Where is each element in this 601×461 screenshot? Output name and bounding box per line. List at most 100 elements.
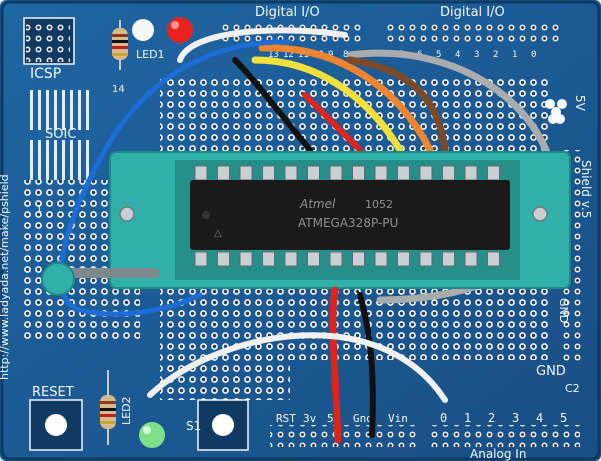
label-icsp: ICSP xyxy=(30,66,61,82)
label-url: http://www.ladyada.net/make/pshield xyxy=(0,174,11,380)
wire-black-top xyxy=(232,57,313,153)
label-reset: RESET xyxy=(32,385,74,400)
zif-contact xyxy=(419,165,433,181)
chip-part-number: ATMEGA328P-PU xyxy=(298,216,398,230)
zif-contact xyxy=(487,251,500,267)
top-pin-number: 0 xyxy=(531,50,536,60)
soic-pads xyxy=(30,90,89,180)
label-gnd-bottom: GND xyxy=(536,364,566,379)
label-led1: LED1 xyxy=(136,48,165,61)
label-1: 1 xyxy=(36,204,42,215)
zif-contact xyxy=(194,165,208,181)
led1-highlight xyxy=(171,21,179,29)
reset-button xyxy=(29,399,83,451)
zif-contact xyxy=(262,251,275,267)
proto-grid-bottom-left xyxy=(160,360,290,400)
zif-contact xyxy=(262,165,275,181)
zif-contact xyxy=(374,251,388,267)
label-14: 14 xyxy=(112,84,125,95)
analog-pin-number: 1 xyxy=(464,411,471,425)
zif-contact xyxy=(307,251,320,267)
zif-contact xyxy=(487,165,500,181)
wire-brown xyxy=(346,56,449,154)
label-led2: LED2 xyxy=(120,396,133,425)
wire-red-top xyxy=(302,92,363,153)
top-pin-number: 13 xyxy=(268,50,279,60)
top-pin-number: 2 xyxy=(493,50,498,60)
top-pin-number: 4 xyxy=(455,50,460,60)
led-white-indicator xyxy=(132,19,154,41)
zif-contact xyxy=(442,251,455,267)
adafruit-flower-logo xyxy=(545,99,567,124)
zif-contact xyxy=(442,165,455,181)
zif-contact xyxy=(307,165,320,181)
wire-red-bottom xyxy=(329,286,342,444)
atmega-chip: Atmel 1052 ATMEGA328P-PU △ xyxy=(190,180,510,250)
chip-date-code: 1052 xyxy=(365,198,393,211)
zif-contact xyxy=(194,251,208,267)
led1-red xyxy=(167,17,193,43)
top-pin-number: 12 xyxy=(283,50,294,60)
zif-contact xyxy=(217,165,230,181)
wire-black-bottom xyxy=(357,292,376,438)
label-shield-version: Shield v.5 xyxy=(579,160,593,218)
wire-yellow xyxy=(251,56,404,154)
label-soic: SOIC xyxy=(45,127,76,142)
led2-green xyxy=(139,422,165,448)
power-pin-label: 3v xyxy=(303,412,317,425)
zif-contact xyxy=(419,251,433,267)
wire-orange xyxy=(258,44,434,154)
zif-contact xyxy=(239,251,253,267)
top-pin-number: 5 xyxy=(436,50,441,60)
s1-button xyxy=(197,399,249,451)
chip-triangle: △ xyxy=(214,228,222,239)
label-s1: S1 xyxy=(186,419,201,433)
zif-contact xyxy=(464,251,478,267)
icsp-pins xyxy=(26,20,70,62)
zif-contacts-bottom xyxy=(194,251,500,267)
analog-pin-number: 5 xyxy=(560,411,567,425)
led2-highlight xyxy=(143,426,151,434)
top-pin-number: 11 xyxy=(298,50,309,60)
header-power xyxy=(270,425,420,447)
zif-contact xyxy=(284,165,298,181)
label-5v: 5V xyxy=(573,95,587,112)
zif-contact xyxy=(329,165,343,181)
header-digital-right xyxy=(385,22,560,44)
analog-pin-number: 0 xyxy=(440,411,447,425)
wire-white-bottom xyxy=(147,332,448,403)
wire-white-top xyxy=(177,27,348,63)
power-pin-label: Vin xyxy=(388,412,408,425)
zif-contact xyxy=(397,251,410,267)
analog-pin-number: 2 xyxy=(488,411,495,425)
power-pin-label: RST xyxy=(276,412,296,425)
label-digital-io-right: Digital I/O xyxy=(440,5,505,20)
resistor-bottom xyxy=(100,370,116,445)
wire-blue xyxy=(58,39,293,317)
label-gnd-right: GND xyxy=(557,298,570,323)
label-digital-io-left: Digital I/O xyxy=(255,5,320,20)
power-pin-label: Gnd xyxy=(353,412,373,425)
zif-contact xyxy=(374,165,388,181)
zif-contact xyxy=(352,165,365,181)
top-pin-number: 8 xyxy=(343,50,348,60)
zif-contact xyxy=(397,165,410,181)
header-analog xyxy=(430,425,580,447)
top-pin-number: 1 xyxy=(512,50,517,60)
resistor-top xyxy=(112,20,128,70)
top-pin-number: 3 xyxy=(474,50,479,60)
zif-contact xyxy=(352,251,365,267)
zif-contact xyxy=(239,165,253,181)
chip-brand: Atmel xyxy=(299,197,336,211)
zif-contact xyxy=(284,251,298,267)
label-analog-in: Analog In xyxy=(470,447,526,461)
label-c2: C2 xyxy=(565,382,580,395)
analog-pin-number: 3 xyxy=(512,411,519,425)
zif-contact xyxy=(464,165,478,181)
zif-contact xyxy=(217,251,230,267)
